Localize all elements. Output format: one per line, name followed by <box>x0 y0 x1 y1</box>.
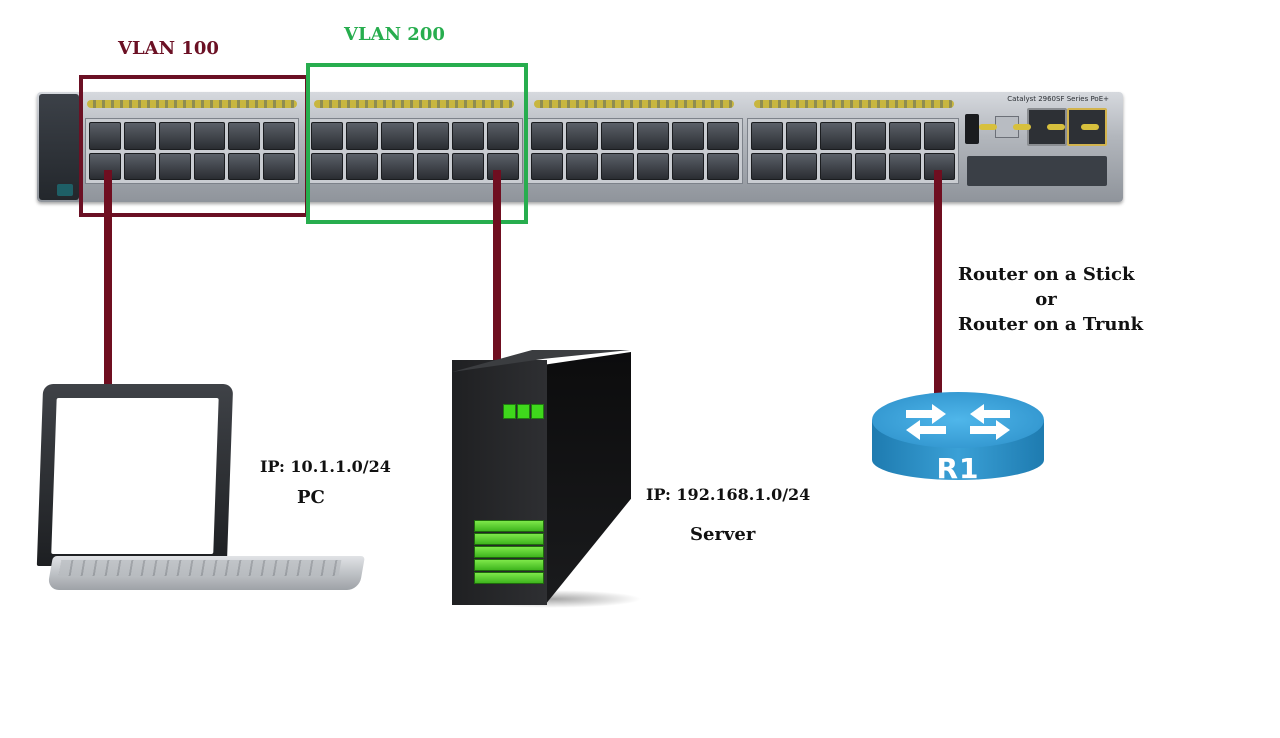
port-group-1 <box>85 118 299 184</box>
server-drive-bay <box>474 520 544 532</box>
server-drive-bay <box>474 559 544 571</box>
switch-model-label: Catalyst 2960SF Series PoE+ <box>1007 95 1109 103</box>
router-caption-line2: or <box>1035 289 1057 310</box>
server-status-led <box>503 404 516 419</box>
server-drive-bay <box>474 572 544 584</box>
status-leds <box>47 124 75 184</box>
sfp-led <box>979 124 997 130</box>
catalyst-switch: Catalyst 2960SF Series PoE+ <box>37 92 1123 202</box>
laptop-screen <box>51 398 219 554</box>
sfp-uplink-ports <box>967 156 1107 186</box>
server-ip-address: IP: 192.168.1.0/24 <box>646 485 811 504</box>
server-drive-bay <box>474 533 544 545</box>
port-group-3 <box>527 118 743 184</box>
cisco-logo <box>46 104 72 116</box>
mode-button <box>57 184 73 196</box>
sfp-led <box>1081 124 1099 130</box>
vlan200-label: VLAN 200 <box>344 24 445 45</box>
port-led-strip-1 <box>87 100 297 108</box>
port-led-strip-2 <box>314 100 514 108</box>
server-label: Server <box>690 524 756 545</box>
pc-label: PC <box>297 487 325 508</box>
server-side-panel <box>545 352 631 605</box>
port-group-2 <box>307 118 523 184</box>
laptop-icon <box>36 384 234 566</box>
router-caption-line1: Router on a Stick <box>958 264 1135 285</box>
vlan200-port-group-box <box>306 63 528 224</box>
port-led-strip-3 <box>534 100 734 108</box>
sfp-led <box>1047 124 1065 130</box>
pc-ip-address: IP: 10.1.1.0/24 <box>260 457 391 476</box>
port-group-4 <box>747 118 959 184</box>
laptop-keyboard <box>58 560 342 576</box>
server-drive-bay <box>474 546 544 558</box>
router-trunk-cable <box>934 170 942 398</box>
pc-cable <box>104 170 112 406</box>
router-name: R1 <box>936 452 980 485</box>
server-cable <box>493 170 501 376</box>
vlan100-port-group-box <box>79 75 309 217</box>
poe-uplink-port <box>1067 108 1107 146</box>
server-status-led <box>517 404 530 419</box>
router-icon: R1 <box>872 392 1044 488</box>
router-arrows-icon <box>906 404 1010 440</box>
port-led-strip-4 <box>754 100 954 108</box>
switch-status-panel <box>39 94 79 200</box>
vlan100-label: VLAN 100 <box>118 38 219 59</box>
router-caption: Router on a Stick or Router on a Trunk <box>958 262 1144 337</box>
router-caption-line3: Router on a Trunk <box>958 314 1144 335</box>
usb-port <box>965 114 979 144</box>
sfp-led <box>1013 124 1031 130</box>
server-status-led <box>531 404 544 419</box>
router-body-top <box>872 392 1044 448</box>
